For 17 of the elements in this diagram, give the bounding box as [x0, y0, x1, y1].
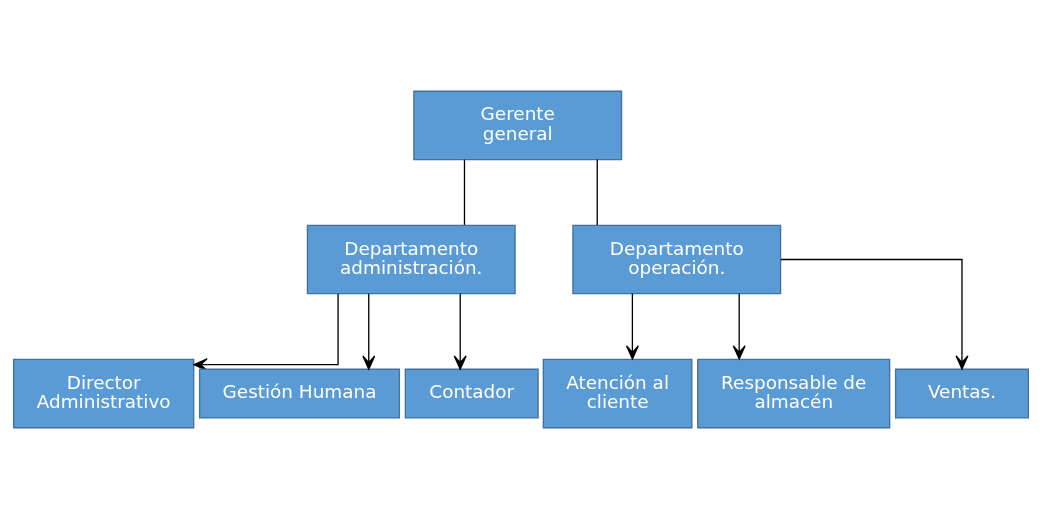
node-box: Departamento administración. [306, 224, 516, 295]
arrow [732, 293, 746, 360]
node-box: Contador [404, 368, 539, 419]
node-box: Director Administrativo [13, 358, 195, 429]
arrow [193, 293, 339, 372]
node-box: Departamento operación. [572, 224, 782, 295]
arrow [453, 293, 467, 370]
arrow [362, 293, 376, 370]
node-box: Gestión Humana [198, 368, 401, 419]
arrow [625, 293, 639, 360]
node-box: Atención al cliente [542, 358, 693, 429]
node-box: Ventas. [894, 368, 1029, 419]
connector [596, 158, 598, 226]
node-box: Responsable de almacén [697, 358, 891, 429]
connector [463, 158, 466, 226]
arrow [780, 258, 969, 370]
node-box: Gerente general [413, 90, 623, 161]
